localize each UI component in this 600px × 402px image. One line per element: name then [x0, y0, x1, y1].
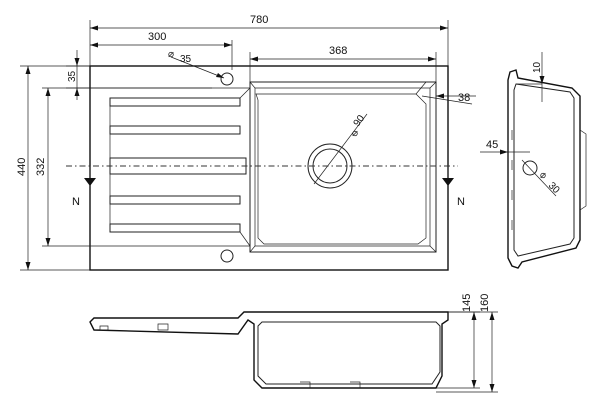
- dim-tap-hole-diameter-symbol: ⌀: [168, 49, 174, 60]
- dim-overall-width-label: 780: [250, 14, 268, 26]
- section-label-left: N: [72, 196, 80, 208]
- section-marker-right: N: [442, 166, 465, 208]
- dim-drain-diameter-symbol: ⌀: [352, 128, 358, 139]
- front-section-view: 145 160: [89, 294, 498, 393]
- dim-drainboard-width: 300: [90, 31, 233, 70]
- sink-outline: [89, 65, 449, 271]
- tap-hole-secondary: [220, 249, 234, 263]
- dim-overall-width: 780: [89, 14, 449, 66]
- tap-hole: [220, 72, 234, 86]
- dim-bowl-depth: 332: [35, 87, 250, 247]
- dim-rim-width-label: 10: [532, 61, 543, 73]
- dim-overall-depth-label: 440: [16, 158, 28, 176]
- dim-bowl-corner: 38: [421, 92, 476, 105]
- drainboard-ribs: [109, 87, 251, 247]
- dim-tap-hole-diameter-label: 35: [180, 54, 192, 65]
- side-view: 10 45 ⌀ 30: [480, 52, 587, 269]
- dim-bowl-height-label: 145: [461, 294, 473, 312]
- dim-bowl-width: 368: [249, 45, 437, 82]
- section-marker-left: N: [72, 166, 96, 208]
- dim-overflow-diameter-label: 30: [546, 180, 562, 196]
- dim-bowl-width-label: 368: [329, 45, 347, 57]
- dim-bowl-corner-label: 38: [458, 92, 470, 104]
- section-label-right: N: [457, 196, 465, 208]
- dim-bowl-depth-label: 332: [35, 158, 47, 176]
- dim-bowl-height: 145: [436, 294, 480, 389]
- overflow-hole: [522, 160, 538, 176]
- dim-overall-depth: 440: [16, 65, 90, 271]
- top-view: N N 780 300 ⌀ 35: [16, 14, 476, 271]
- dim-overflow-offset-label: 45: [486, 139, 498, 151]
- dim-overflow-diameter-symbol: ⌀: [540, 170, 546, 181]
- dim-tap-edge-offset-label: 35: [67, 70, 78, 82]
- dim-rim-width: 10: [516, 52, 545, 102]
- dim-overflow-offset: 45: [480, 139, 530, 160]
- bowl: [249, 81, 437, 253]
- dim-overflow-diameter: ⌀ 30: [521, 159, 562, 196]
- dim-total-height-label: 160: [479, 294, 491, 312]
- dim-drain-diameter: ⌀ 90: [313, 113, 368, 185]
- dim-drain-diameter-label: 90: [352, 113, 368, 129]
- dim-tap-hole-diameter: ⌀ 35: [168, 49, 225, 79]
- dim-drainboard-width-label: 300: [148, 31, 166, 43]
- dim-total-height: 160: [436, 294, 498, 393]
